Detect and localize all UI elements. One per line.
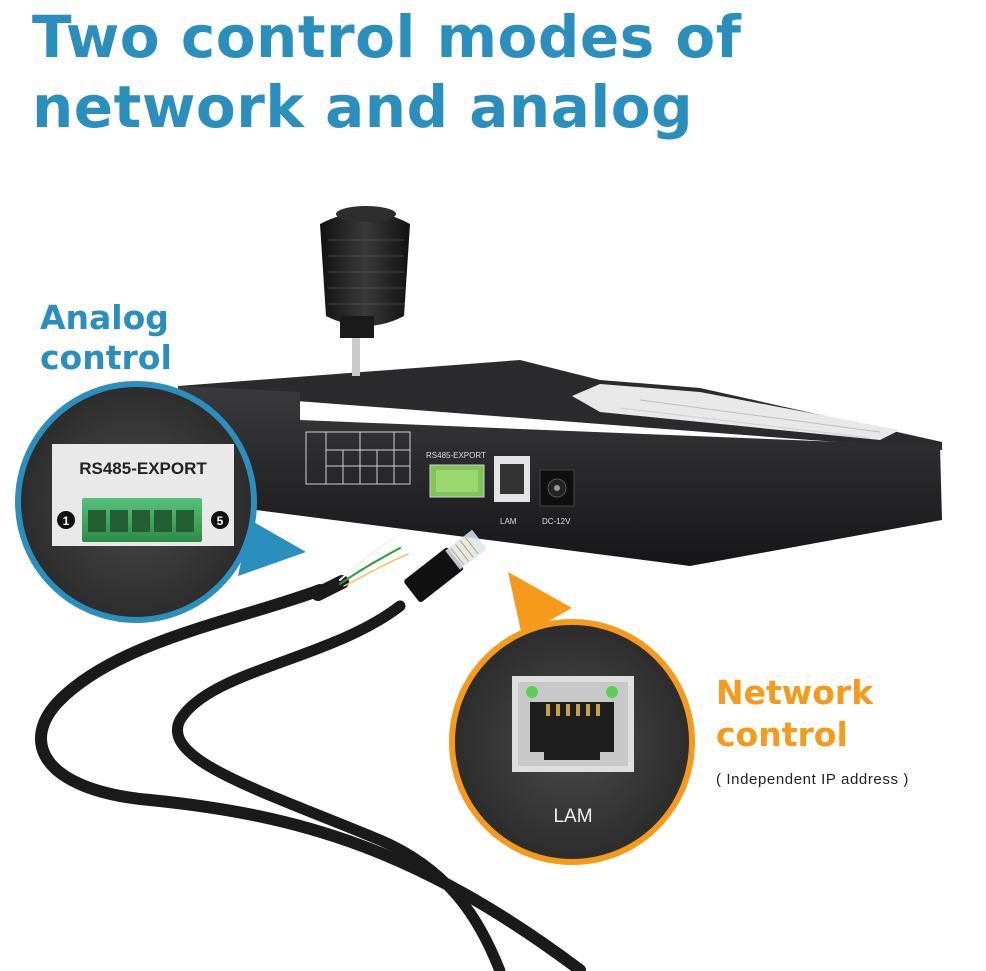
- analog-zoom-callout: RS485-EXPORT 1 5: [15, 381, 306, 623]
- wire-white: [339, 537, 395, 581]
- ethernet-cable: [172, 600, 506, 971]
- title-line-1: Two control modes of: [32, 3, 742, 71]
- pin-5-badge: [211, 511, 229, 529]
- keyboard-controller: RS485-EXPORT LAM DC-12V: [178, 206, 942, 566]
- title-line-2: network and analog: [32, 73, 694, 141]
- network-label-line-1: Network: [716, 673, 874, 712]
- lan-port-opening: [530, 702, 614, 760]
- wire-green: [339, 547, 401, 585]
- pin-5-label: 5: [217, 514, 224, 528]
- analog-label-line-2: control: [40, 338, 172, 377]
- lan-led-right: [606, 686, 618, 698]
- wire-orange: [343, 553, 409, 587]
- rs485-cable: [35, 584, 586, 971]
- joystick-shaft: [352, 330, 360, 376]
- pin-table: [305, 431, 411, 485]
- joystick-top: [336, 206, 396, 222]
- device-top-surface: [178, 360, 942, 450]
- analog-control-label: Analog control: [40, 298, 240, 378]
- ip-address-note: ( Independent IP address ): [716, 771, 909, 788]
- cables: [35, 529, 586, 971]
- network-callout-pointer: [508, 572, 572, 636]
- analog-callout-pointer: [238, 520, 306, 576]
- rs485-port-title: RS485-EXPORT: [79, 459, 207, 478]
- joystick-knob: [320, 212, 410, 326]
- network-zoom-callout: LAM: [449, 572, 695, 865]
- rj45-plug: [404, 529, 487, 602]
- network-control-label: Network control: [716, 672, 956, 756]
- network-label-line-2: control: [716, 715, 848, 754]
- analog-label-line-1: Analog: [40, 298, 169, 337]
- page-title: Two control modes of network and analog: [32, 2, 972, 142]
- lan-led-left: [526, 686, 538, 698]
- panel-rs485-label: RS485-EXPORT: [426, 451, 486, 460]
- panel-lan-label: LAM: [500, 517, 517, 526]
- panel-dc-label: DC-12V: [542, 517, 571, 526]
- lan-port-label: LAM: [553, 806, 592, 827]
- pin-1-label: 1: [63, 514, 70, 528]
- device-key-row: [572, 384, 900, 440]
- pin-1-badge: [57, 511, 75, 529]
